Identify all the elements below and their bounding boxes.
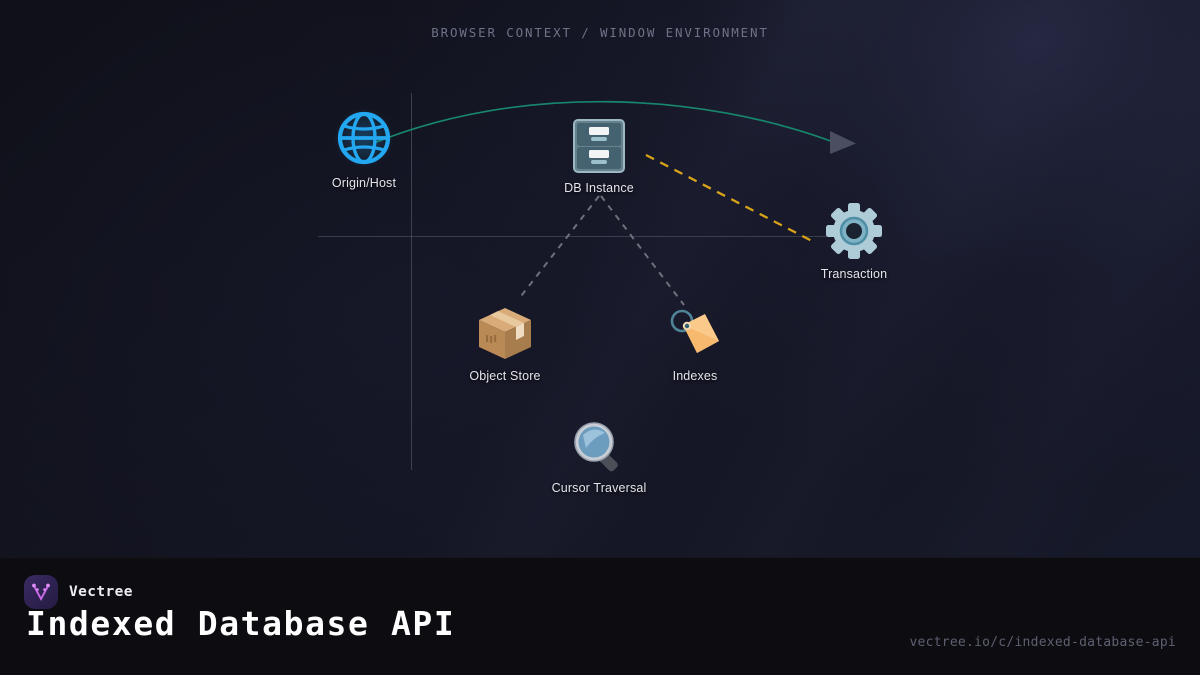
diagram-node-db-instance[interactable]: DB Instance xyxy=(519,118,679,195)
connector-db-to-indexes xyxy=(600,195,685,306)
footer-bar: Vectree Indexed Database API vectree.io/… xyxy=(0,557,1200,675)
page-title: Indexed Database API xyxy=(26,604,456,643)
brand-name: Vectree xyxy=(69,584,133,600)
connector-db-to-object-store xyxy=(517,195,600,301)
browser-context-label: BROWSER CONTEXT / WINDOW ENVIRONMENT xyxy=(431,25,769,40)
diagram-node-transaction[interactable]: Transaction xyxy=(774,202,934,281)
brand-row: Vectree xyxy=(24,575,133,609)
vectree-logo-icon xyxy=(24,575,58,609)
diagram-node-label: Origin/Host xyxy=(331,176,397,190)
diagram-node-object-store[interactable]: Object Store xyxy=(425,306,585,383)
diagram-node-label: Indexes xyxy=(672,369,718,383)
diagram-canvas xyxy=(318,93,882,470)
connector-origin-to-outside xyxy=(373,100,837,144)
footer-url: vectree.io/c/indexed-database-api xyxy=(909,635,1176,650)
magnifier-icon xyxy=(572,420,626,474)
diagram-node-origin-host[interactable]: Origin/Host xyxy=(284,107,444,190)
gear-icon xyxy=(825,202,883,260)
file-cabinet-icon xyxy=(572,118,626,174)
diagram-node-label: Transaction xyxy=(820,267,888,281)
connector-arrowhead xyxy=(830,131,856,154)
diagram-node-label: Cursor Traversal xyxy=(551,481,647,495)
globe-icon xyxy=(333,107,395,169)
price-tag-icon xyxy=(667,306,723,362)
package-box-icon xyxy=(476,306,534,362)
diagram-node-label: DB Instance xyxy=(564,181,634,195)
diagram-node-indexes[interactable]: Indexes xyxy=(615,306,775,383)
diagram-node-label: Object Store xyxy=(469,369,541,383)
diagram-node-cursor-traversal[interactable]: Cursor Traversal xyxy=(519,420,679,495)
